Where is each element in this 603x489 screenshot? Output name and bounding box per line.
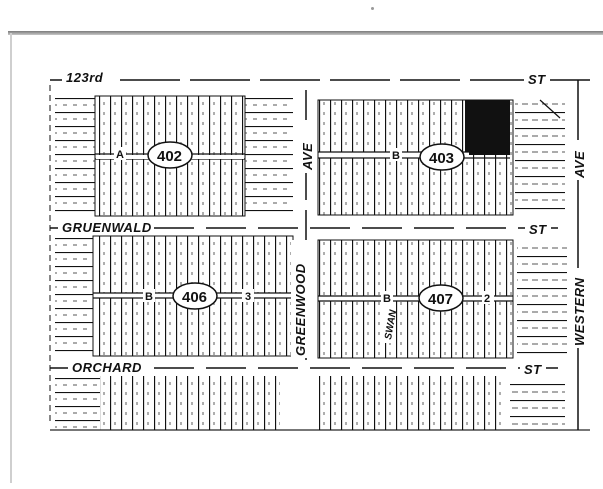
block-number-406: 406 [182,289,207,306]
street-123rd-suffix: ST [528,72,546,87]
subdivision-letter-402: A [116,149,124,161]
subdivision-letter-406: B [145,291,153,303]
street-orchard: ORCHARD [72,360,142,375]
block-407 [317,239,567,359]
scan-left-edge [10,33,12,483]
alley-swan: SWAN [383,308,399,340]
street-orchard-suffix: ST [524,362,542,377]
shaded-parcel [465,100,510,155]
street-123rd: 123rd [66,70,104,85]
block-403 [317,99,565,216]
block-number-402: 402 [157,148,182,165]
lot-label-407: 2 [484,293,490,305]
street-western: WESTERN [572,277,587,346]
street-gruenwald: GRUENWALD [62,220,152,235]
partial-blocks-south [55,376,565,430]
lot-label-406: 3 [245,291,251,303]
block-number-403: 403 [429,150,454,167]
street-greenwood: GREENWOOD [293,263,308,356]
street-greenwood-suffix: AVE [300,143,315,171]
scan-top-edge [8,31,603,35]
block-number-407: 407 [428,291,453,308]
street-gruenwald-suffix: ST [529,222,547,237]
subdivision-letter-407: B [383,293,391,305]
scan-speck [371,7,374,10]
subdivision-letter-403: B [392,150,400,162]
street-western-suffix: AVE [572,151,587,179]
